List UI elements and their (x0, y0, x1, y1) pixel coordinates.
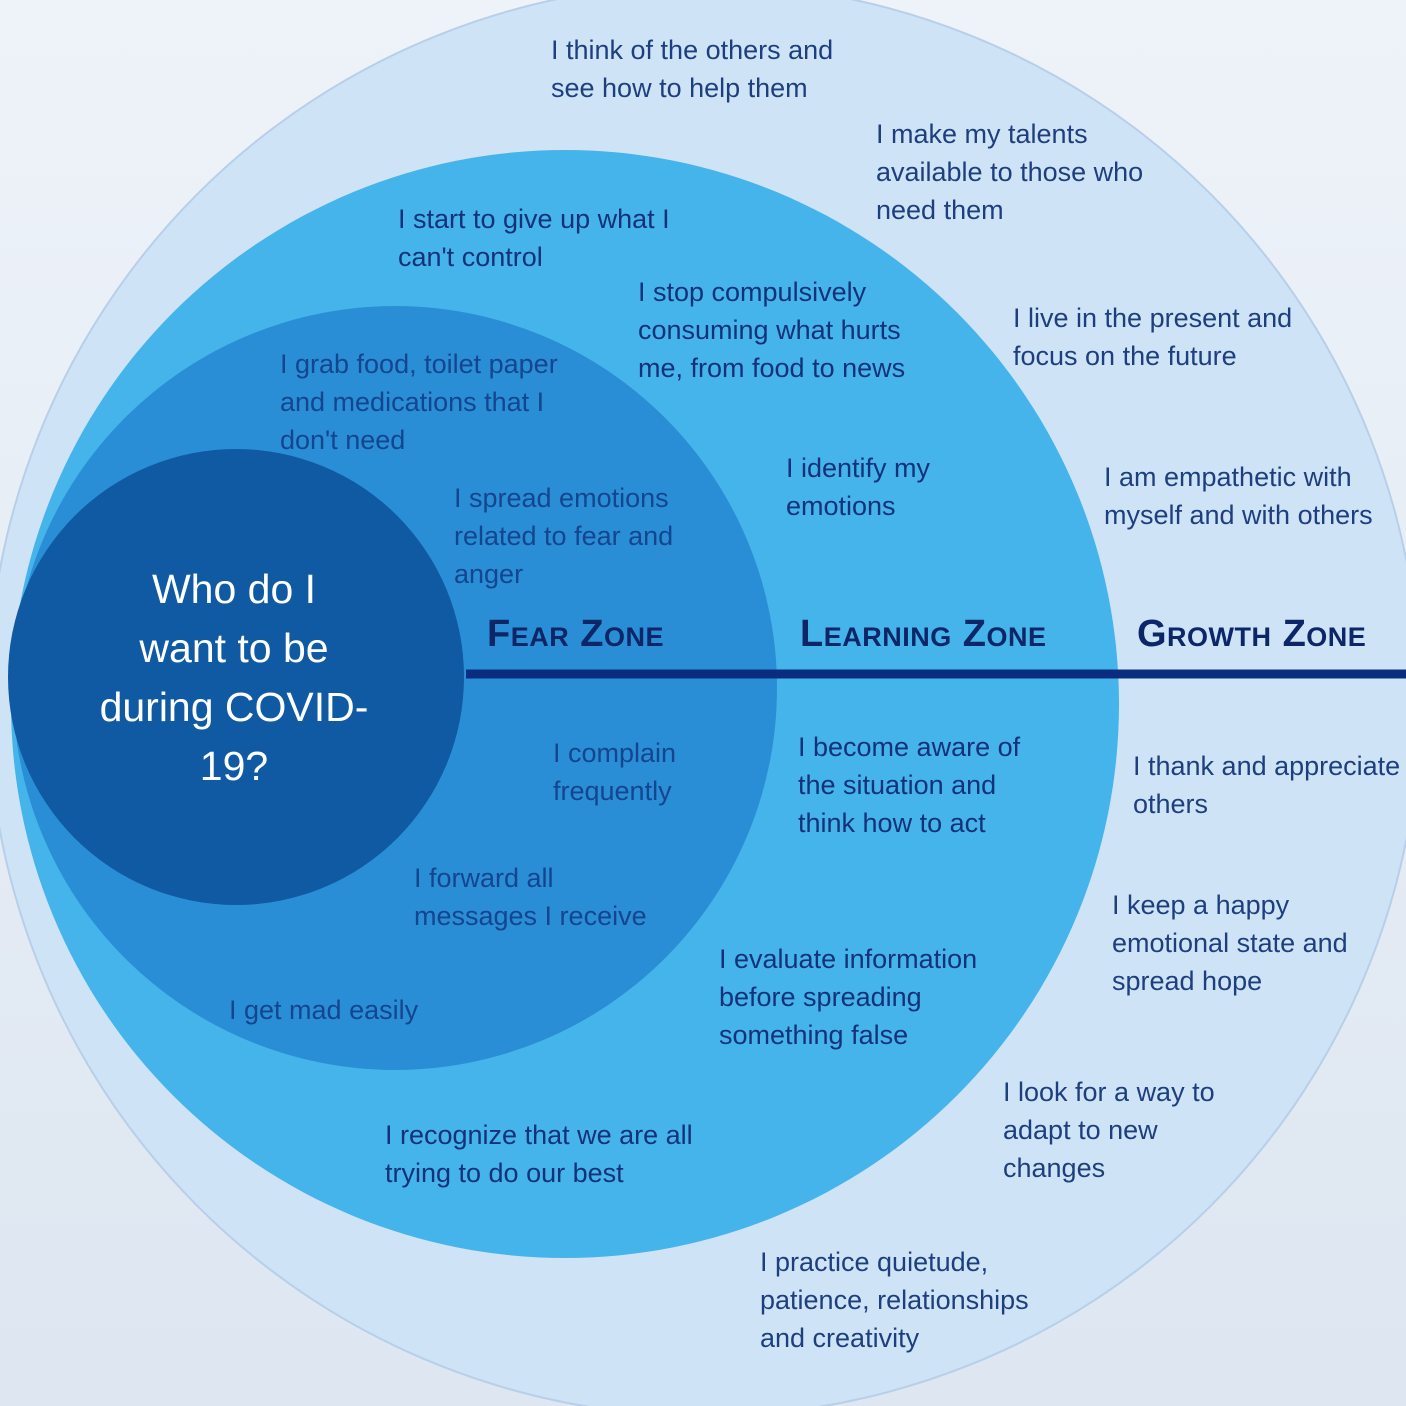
growth-item-thank-appreciate: I thank and appreciate others (1133, 751, 1401, 819)
growth-item-empathetic: I am empathetic with myself and with oth… (1104, 462, 1373, 530)
fear-item-forward-messages: I forward all messages I receive (414, 863, 647, 931)
center-circle (8, 449, 464, 905)
fear-item-mad-easily: I get mad easily (229, 995, 419, 1025)
learning-item-recognize-best: I recognize that we are all trying to do… (385, 1120, 693, 1188)
growth-zone-label: Growth Zone (1137, 613, 1367, 655)
learning-item-become-aware: I become aware of the situation and thin… (798, 732, 1021, 838)
growth-item-talents: I make my talents available to those who… (876, 119, 1144, 225)
learning-item-stop-consuming: I stop compulsively consuming what hurts… (638, 277, 906, 383)
learning-item-evaluate-information: I evaluate information before spreading … (719, 944, 978, 1050)
fear-item-grab-food: I grab food, toilet paper and medication… (280, 349, 558, 455)
learning-item-identify-emotions: I identify my emotions (786, 453, 931, 521)
growth-item-happy-state: I keep a happy emotional state and sprea… (1112, 890, 1348, 996)
growth-item-quietude: I practice quietude, patience, relations… (760, 1247, 1029, 1353)
center-question: Who do I want to be during COVID- 19? (99, 566, 369, 789)
learning-item-give-up-control: I start to give up what I can't control (398, 204, 670, 272)
growth-item-live-present: I live in the present and focus on the f… (1013, 303, 1293, 371)
growth-item-adapt: I look for a way to adapt to new changes (1003, 1077, 1215, 1183)
fear-item-spread-emotions: I spread emotions related to fear and an… (454, 483, 674, 589)
learning-zone-label: Learning Zone (800, 613, 1047, 655)
fear-zone-label: Fear Zone (487, 613, 664, 655)
growth-item-help-others: I think of the others and see how to hel… (551, 35, 834, 103)
fear-item-complain: I complain frequently (553, 738, 677, 806)
